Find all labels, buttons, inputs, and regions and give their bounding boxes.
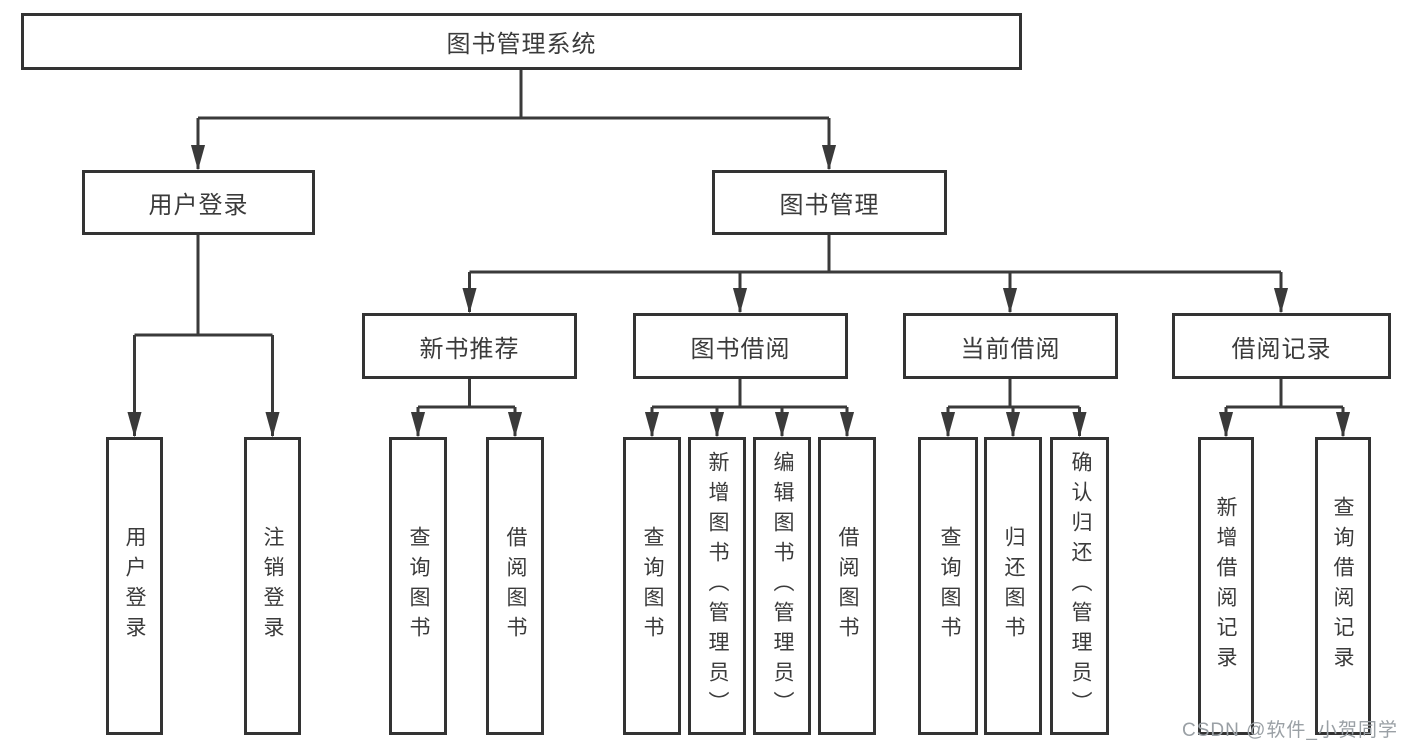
- watermark: CSDN @软件_小贺同学: [1182, 720, 1398, 741]
- connector-book-management-branch: [462, 235, 1289, 314]
- node-borrowing-records: 借阅记录: [1172, 313, 1391, 379]
- node-add-borrow-record: 新增借阅记录: [1198, 437, 1254, 735]
- node-logout: 注销登录: [244, 437, 301, 735]
- connector-book-borrowing-branch: [644, 379, 855, 438]
- node-book-management: 图书管理: [712, 170, 947, 235]
- connector-new-book-branch: [410, 379, 523, 438]
- connector-current-borrowing-branch: [940, 379, 1087, 438]
- node-current-borrowing: 当前借阅: [903, 313, 1118, 379]
- connector-root-branch: [190, 68, 837, 171]
- node-borrow-books-leaf: 借阅图书: [818, 437, 876, 735]
- node-user-login: 用户登录: [82, 170, 315, 235]
- node-confirm-return-admin: 确认归还（管理员）: [1050, 437, 1109, 735]
- node-library-system: 图书管理系统: [21, 13, 1022, 70]
- node-book-borrowing: 图书借阅: [633, 313, 848, 379]
- node-edit-books-admin: 编辑图书（管理员）: [753, 437, 811, 735]
- node-borrow-books-recommend: 借阅图书: [486, 437, 544, 735]
- connector-user-login-branch: [127, 235, 280, 438]
- node-new-book-recommend: 新书推荐: [362, 313, 577, 379]
- node-query-books-borrowing: 查询图书: [623, 437, 681, 735]
- connector-borrowing-records-branch: [1218, 379, 1351, 438]
- node-add-books-admin: 新增图书（管理员）: [688, 437, 746, 735]
- node-query-borrow-record: 查询借阅记录: [1315, 437, 1371, 735]
- node-return-books: 归还图书: [984, 437, 1042, 735]
- node-query-books-current: 查询图书: [918, 437, 978, 735]
- node-query-books-recommend: 查询图书: [389, 437, 447, 735]
- node-user-login-leaf: 用户登录: [106, 437, 163, 735]
